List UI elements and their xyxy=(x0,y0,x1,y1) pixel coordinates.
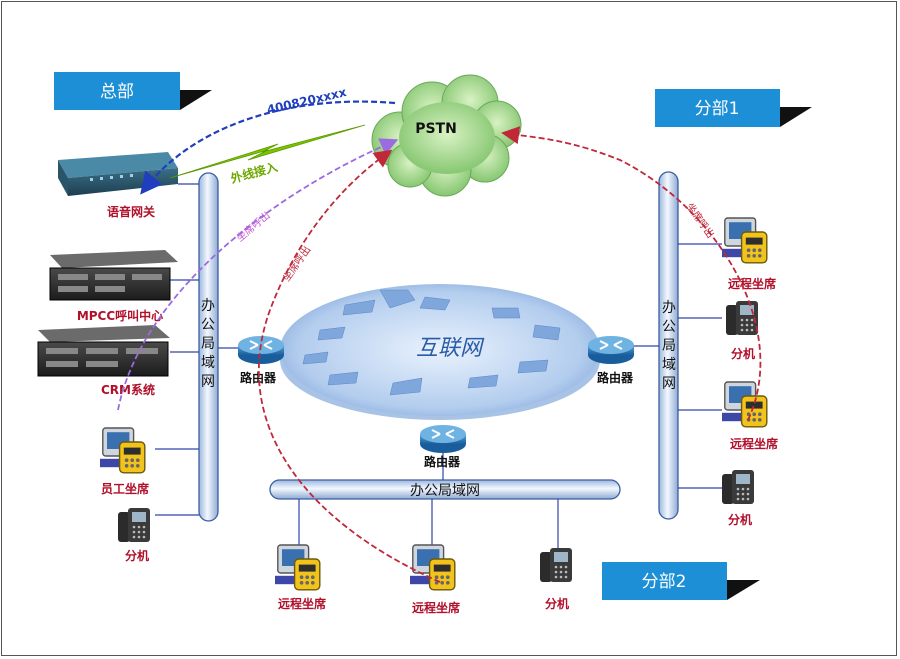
branch1-remote-seat-2 xyxy=(721,381,768,428)
branch2-extension-phone xyxy=(540,548,572,582)
branch2-seat-outbound-label: 坐席呼出 xyxy=(280,243,314,283)
hq-seat-outbound-label: 坐席呼出 xyxy=(234,209,273,245)
branch2-router-label: 路由器 xyxy=(424,454,461,469)
branch2-banner-title: 分部2 xyxy=(642,572,687,592)
branch1-extension-1-phone xyxy=(726,301,758,335)
hq-lan-tube xyxy=(198,172,219,522)
voice-gateway-label: 语音网关 xyxy=(107,204,155,219)
internet-cloud: 互联网 xyxy=(280,284,600,420)
branch1-banner-title: 分部1 xyxy=(695,99,740,119)
branch2-banner: 分部2 xyxy=(602,562,760,600)
svg-text:办公局域网: 办公局域网 xyxy=(662,300,676,392)
hq-banner-title: 总部 xyxy=(100,82,134,102)
branch2-lan-tube xyxy=(269,479,621,500)
branch1-seat-outbound-label: 坐席呼出 xyxy=(684,200,718,240)
branch1-remote-seat-2-label: 远程坐席 xyxy=(730,436,778,451)
branch1-extension-1-label: 分机 xyxy=(731,346,755,361)
branch2-remote-seat-1-label: 远程坐席 xyxy=(278,596,326,611)
branch1-banner: 分部1 xyxy=(655,89,812,127)
branch2-extension-label: 分机 xyxy=(545,596,569,611)
branch2-remote-seat-2-label: 远程坐席 xyxy=(412,600,460,615)
lan-links xyxy=(155,183,722,548)
branch1-router-label: 路由器 xyxy=(597,370,634,385)
branch1-router xyxy=(587,335,635,365)
hq-seat-outbound-link xyxy=(117,138,399,411)
svg-text:办公局域网: 办公局域网 xyxy=(201,298,215,390)
staff-seat-label: 员工坐席 xyxy=(101,481,149,496)
crm-label: CRM系统 xyxy=(101,382,155,397)
branch1-lan-label: 办公局域网 xyxy=(662,300,676,392)
mpcc-server xyxy=(49,250,178,301)
pstn-cloud: PSTN xyxy=(371,74,522,197)
hq-numbers-label: 400820xxxx xyxy=(266,85,348,117)
branch1-remote-seat-1 xyxy=(721,217,768,264)
staff-seat-pc xyxy=(99,427,146,474)
hq-router-label: 路由器 xyxy=(240,370,277,385)
hq-extension-label: 分机 xyxy=(125,548,149,563)
branch2-remote-seat-1 xyxy=(274,544,321,591)
hq-extension-phone xyxy=(118,508,150,542)
inbound-trunk-link xyxy=(140,100,396,195)
external-access-bolt xyxy=(169,124,366,179)
internet-label: 互联网 xyxy=(416,336,485,361)
branch1-remote-seat-1-label: 远程坐席 xyxy=(728,276,776,291)
branch1-extension-2-phone xyxy=(722,470,754,504)
voice-gateway xyxy=(58,152,178,196)
branch2-remote-seat-2 xyxy=(409,544,456,591)
external-access-label: 外线接入 xyxy=(229,159,279,186)
hq-lan-label: 办公局域网 xyxy=(201,298,215,390)
branch2-lan-label: 办公局域网 xyxy=(410,483,480,499)
hq-banner: 总部 xyxy=(54,72,212,110)
branch1-seat-outbound-link xyxy=(501,126,762,421)
branch2-router xyxy=(419,424,467,454)
crm-server xyxy=(37,325,170,377)
pstn-label: PSTN xyxy=(415,121,457,137)
mpcc-label: MPCC呼叫中心 xyxy=(77,308,163,323)
branch1-extension-2-label: 分机 xyxy=(728,512,752,527)
